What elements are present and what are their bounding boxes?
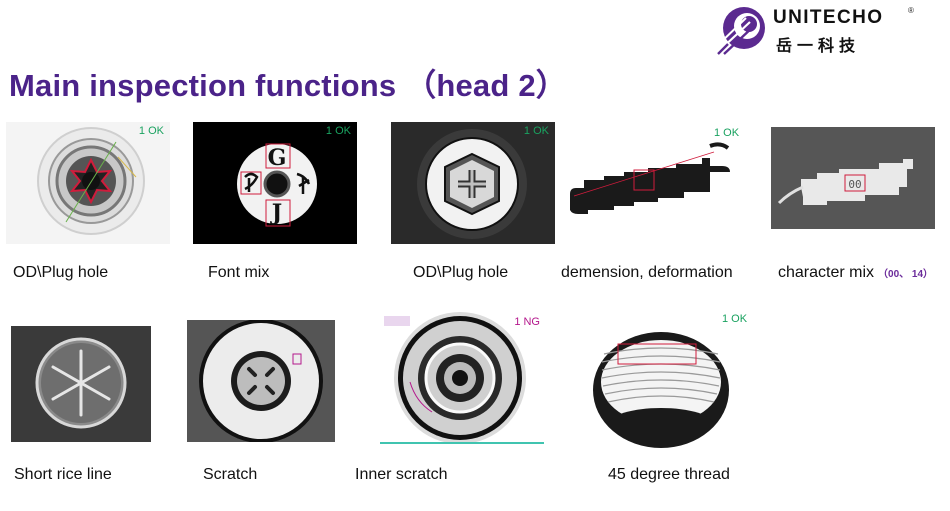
inspection-image-45-degree-thread: 1 OK	[566, 310, 756, 450]
character-mix-image: 00	[771, 127, 935, 229]
inspection-image-scratch	[187, 320, 335, 442]
dimension-deformation-image	[564, 122, 754, 218]
inner-scratch-image	[380, 312, 544, 445]
inspection-image-od-plug-hole-1: 1 OK	[6, 122, 170, 244]
font-mix-image: G J	[193, 122, 357, 244]
thread-45-degree-image	[566, 310, 756, 450]
engraved-char-top: G	[268, 145, 287, 171]
logo-chinese-name: 岳一科技	[776, 36, 861, 55]
scratch-image	[187, 320, 335, 442]
caption-od-plug-hole-1: OD\Plug hole	[13, 264, 109, 281]
character-mix-digits: 00	[848, 178, 861, 191]
od-plug-hole-hex-image	[391, 122, 555, 244]
inspection-image-short-rice-line	[11, 326, 151, 442]
caption-character-mix-text: character mix	[778, 264, 875, 281]
caption-inner-scratch: Inner scratch	[355, 466, 448, 483]
slide-title: Main inspection functions （head 2）	[9, 68, 567, 103]
caption-short-rice-line: Short rice line	[14, 466, 112, 483]
inspection-result-label: 1 OK	[714, 127, 740, 139]
inspection-image-font-mix: G J 1 OK	[193, 122, 357, 244]
inspection-result-label: 1 OK	[325, 125, 351, 137]
inspection-image-dimension-deformation: 1 OK	[564, 122, 754, 218]
short-rice-line-image	[11, 326, 151, 442]
unitecho-logo-icon	[716, 7, 765, 55]
engraved-char-bottom: J	[270, 200, 282, 226]
inspection-result-label: 1 OK	[523, 125, 549, 137]
inspection-result-label: 1 NG	[514, 316, 540, 328]
inspection-result-label: 1 OK	[722, 313, 748, 325]
caption-scratch: Scratch	[203, 466, 258, 483]
inspection-image-od-plug-hole-2: 1 OK	[391, 122, 555, 244]
inspection-image-character-mix: 00	[771, 127, 935, 229]
caption-45-degree-thread: 45 degree thread	[608, 466, 730, 483]
caption-font-mix: Font mix	[208, 264, 270, 281]
od-plug-hole-image	[6, 122, 170, 244]
caption-dimension-deformation: demension, deformation	[561, 264, 733, 281]
caption-character-mix: character mix（00、 14）	[778, 264, 933, 282]
unitecho-logo: UNITECHO ® 岳一科技	[716, 2, 946, 58]
inspection-image-inner-scratch: 1 NG	[380, 312, 544, 445]
caption-character-mix-note: （00、 14）	[878, 269, 934, 280]
inspection-result-label: 1 OK	[138, 125, 164, 137]
caption-od-plug-hole-2: OD\Plug hole	[413, 264, 509, 281]
logo-registered-mark: ®	[908, 6, 914, 15]
logo-name: UNITECHO	[773, 7, 884, 28]
